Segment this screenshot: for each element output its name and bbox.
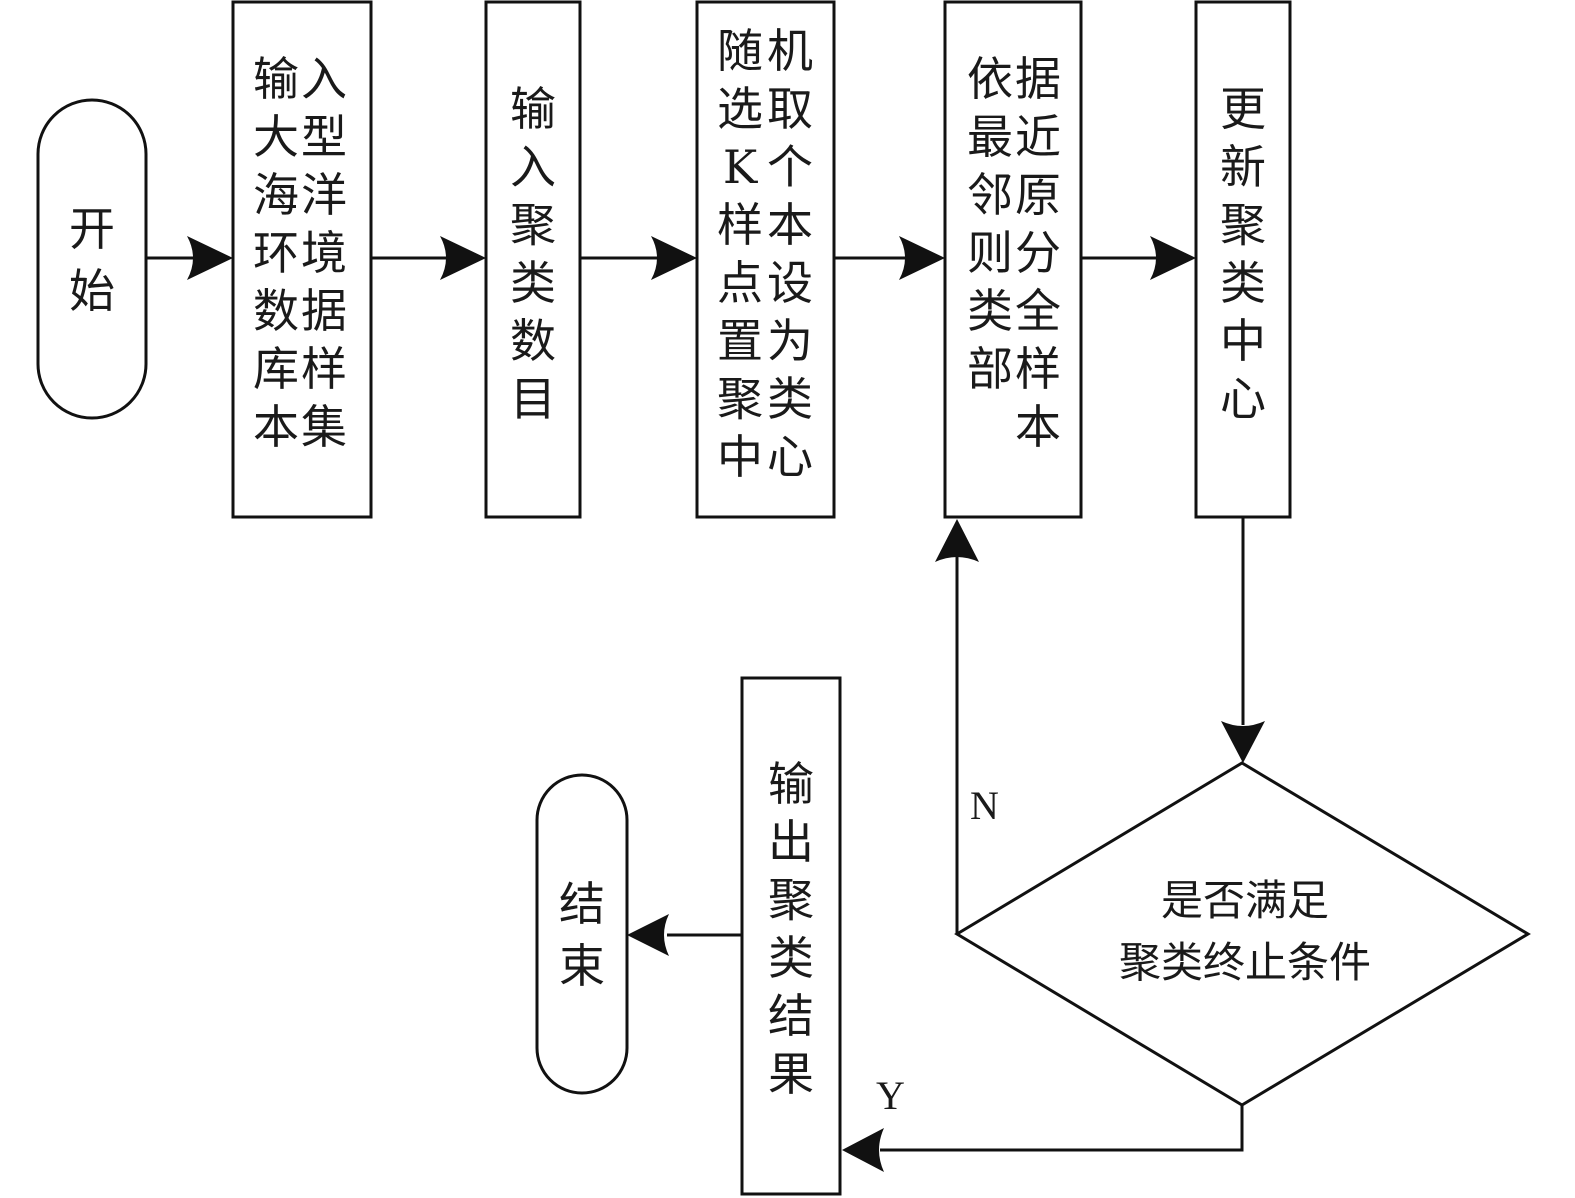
- input-dataset-label-col1: 输大海环数库本: [253, 52, 299, 454]
- edge-label-no: N: [970, 783, 999, 828]
- input-k-label: 输入聚类数目: [510, 82, 556, 426]
- output-label: 输出聚类结果: [768, 757, 814, 1101]
- arrowhead: [627, 914, 669, 956]
- decision-label-line1: 是否满足: [1160, 876, 1329, 925]
- input-dataset-box: [231, 0, 373, 519]
- arrowhead: [187, 236, 233, 280]
- random-centers-box: [695, 0, 836, 519]
- arrowhead: [842, 1128, 884, 1172]
- arrowhead: [935, 519, 979, 562]
- arrowhead: [1221, 721, 1265, 763]
- arrowhead: [651, 236, 697, 280]
- random-centers-label-col2: 机取个本设为类心: [767, 24, 813, 484]
- classify-label-col1: 依最邻则类部: [967, 52, 1013, 396]
- output-box: [740, 676, 842, 1196]
- update-centers-label: 更新聚类中心: [1220, 82, 1266, 426]
- arrowhead: [1150, 236, 1196, 280]
- input-k-box: [484, 0, 582, 519]
- arrowhead: [440, 236, 486, 280]
- classify-box: [943, 0, 1083, 519]
- edge-decision-yes: [880, 1105, 1244, 1152]
- end-terminator: [535, 773, 629, 1095]
- classify-label-col2: 据近原分全样本: [1015, 52, 1061, 454]
- end-label: 结束: [559, 877, 605, 993]
- decision-label-line2: 聚类终止条件: [1118, 938, 1371, 987]
- random-centers-label-col1: 随选K样点置聚中: [717, 24, 763, 484]
- arrowhead: [899, 236, 945, 280]
- edge-label-yes: Y: [876, 1073, 905, 1118]
- input-dataset-label-col2: 入型洋境据样集: [301, 52, 347, 454]
- start-label: 开始: [69, 202, 115, 318]
